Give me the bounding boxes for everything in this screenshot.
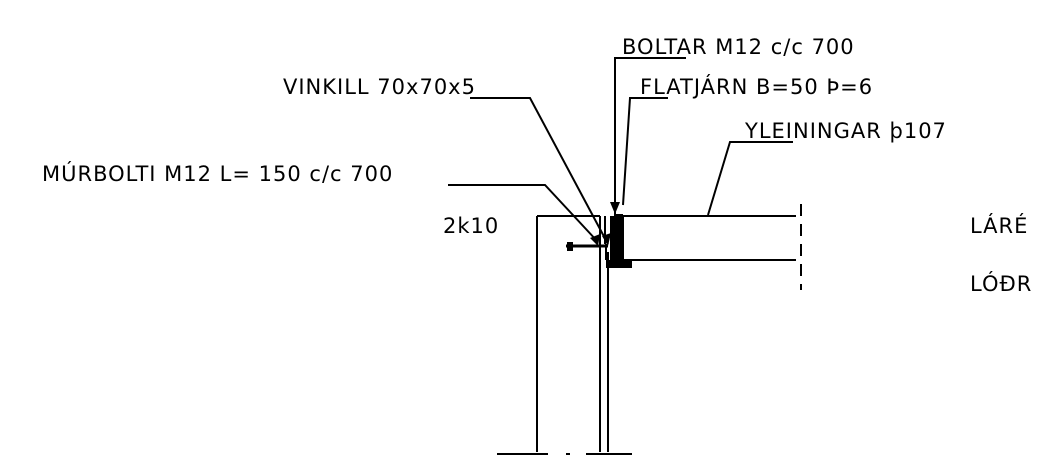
label-boltar: BOLTAR M12 c/c 700 — [622, 35, 855, 59]
label-cut-bottom: LÓÐR — [970, 271, 1032, 296]
leader-murbolti — [518, 184, 599, 243]
leader-vinkill — [520, 97, 609, 245]
label-cut-top: LÁRÉ — [970, 213, 1028, 238]
label-rebar: 2k10 — [443, 214, 499, 238]
leader-boltar — [614, 57, 620, 214]
arrowhead-murbolti — [590, 234, 600, 246]
label-flatjarn: FLATJÁRN B=50 Þ=6 — [640, 74, 873, 99]
leader-flatjarn — [622, 97, 637, 206]
flat-bar — [614, 214, 623, 266]
arrowhead-boltar — [610, 202, 620, 214]
label-vinkill: VINKILL 70x70x5 — [283, 75, 476, 99]
leader-yleiningar — [707, 141, 742, 216]
anchor-bolt-head — [567, 242, 573, 251]
label-yleiningar: YLEININGAR þ107 — [744, 119, 947, 143]
angle-vertical-leg — [610, 216, 614, 266]
label-murbolti: MÚRBOLTI M12 L= 150 c/c 700 — [42, 161, 393, 186]
